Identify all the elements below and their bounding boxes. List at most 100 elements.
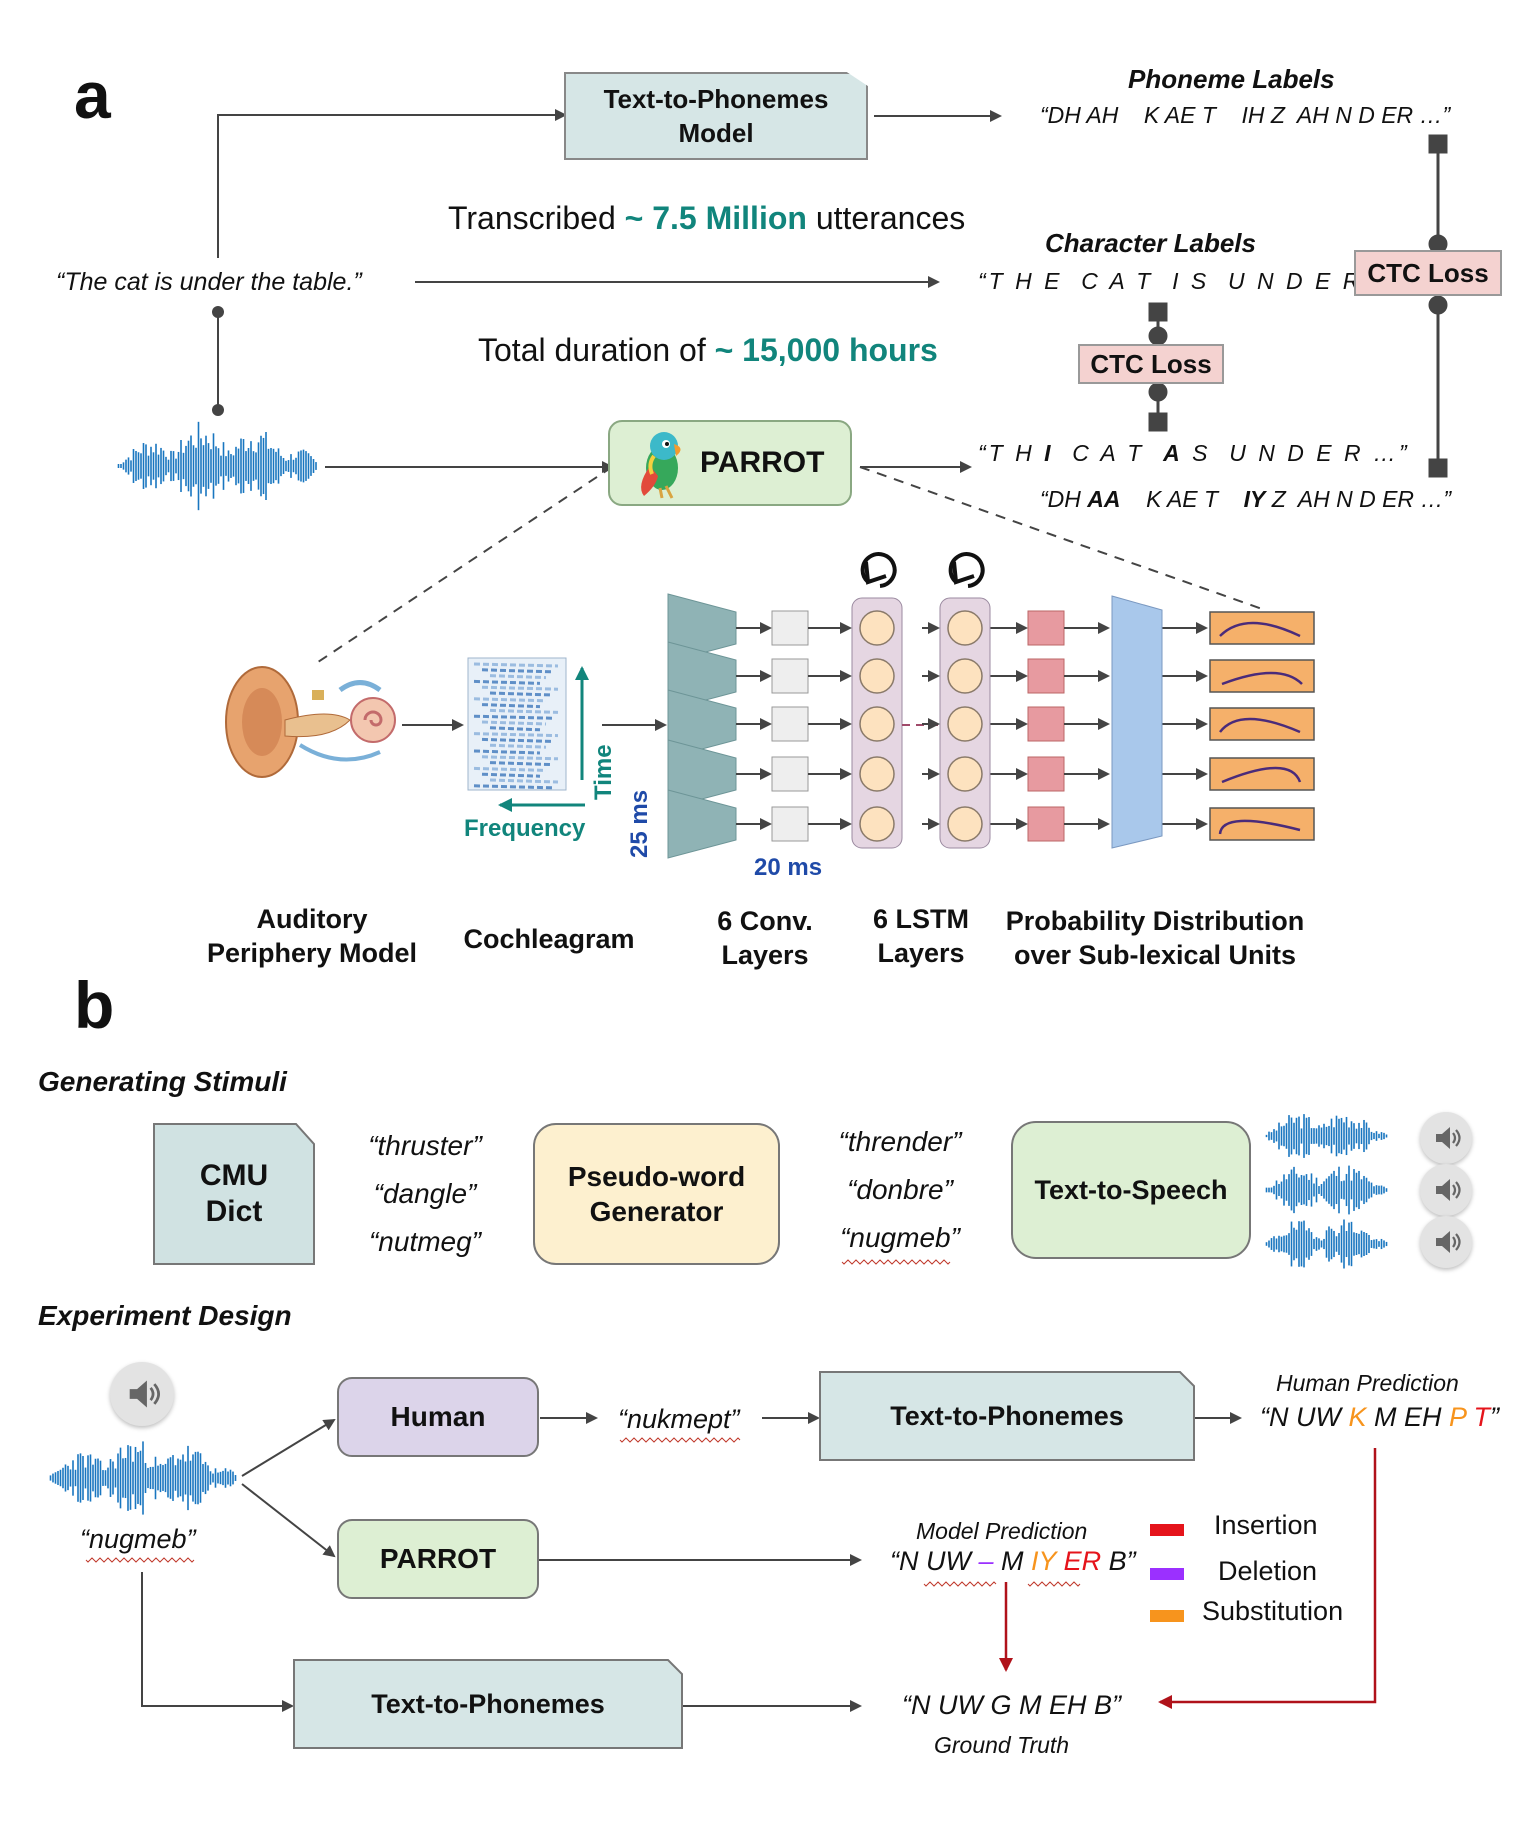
conv-layer-2 [667,641,737,711]
speaker-button-1[interactable] [1420,1112,1472,1164]
phoneme-labels: “DH AH K AE T IH Z AH N D ER …” [1040,102,1451,128]
arrow-sentence-to-ttp [217,109,567,258]
feature-box-3 [771,706,809,742]
prob-dist-box-4 [1209,757,1315,791]
phoneme-labels-title: Phoneme Labels [1128,64,1335,94]
dashed-parrot-left [311,466,613,667]
ttp-top-box [819,1371,1195,1461]
human-prediction-title: Human Prediction [1276,1370,1459,1396]
ttp-bottom-box [293,1659,683,1749]
speaker-button-stimulus[interactable] [110,1362,174,1426]
lstm1-cell-1 [859,610,895,646]
conv-layer-3 [667,689,737,759]
speaker-button-2[interactable] [1420,1164,1472,1216]
output-layer [1111,595,1163,849]
label-probability-distribution: Probability Distribution over Sub-lexica… [1005,906,1305,970]
speaker-icon [129,1380,160,1408]
cochleagram-image [467,657,567,791]
pseudo-word-1: “thrender” [838,1126,962,1157]
hop-20ms-label: 20 ms [754,854,823,881]
human-response: “nukmept” [618,1404,740,1434]
lstm1-cell-3 [859,706,895,742]
conv-layer-5 [667,789,737,859]
legend-swatch-substitution [1150,1610,1184,1622]
pseudo-word-3: “nugmeb” [840,1222,960,1253]
lstm1-cell-5 [859,806,895,842]
conv-layer-1 [667,593,737,663]
real-word-2: “dangle” [373,1178,477,1209]
ground-truth: “N UW G M EH B” [902,1690,1121,1720]
predicted-phonemes: “DH AA K AE T IY Z AH N D ER …” [1040,486,1452,512]
panel-a-letter: a [74,58,111,132]
legend-deletion: Deletion [1218,1556,1318,1586]
label-lstm-layers: 6 LSTM Layers [872,904,969,968]
parrot-b-label: PARROT [379,1543,497,1574]
cmu-dict-box [153,1123,315,1265]
lstm2-cell-5 [947,806,983,842]
dense-box-5 [1027,806,1065,842]
text-to-speech-label: Text-to-Speech [1034,1174,1228,1205]
legend-substitution: Substitution [1202,1596,1344,1626]
generating-stimuli-title: Generating Stimuli [38,1066,287,1097]
transcribed-count: Transcribed ~ 7.5 Million utterances [448,200,966,236]
tts-box [1011,1121,1251,1259]
model-prediction: “N UW – M IY ER B” [890,1546,1136,1576]
human-box [337,1377,539,1457]
frequency-axis-label: Frequency [464,815,586,842]
pseudo-gen-box [533,1123,780,1265]
total-duration: Total duration of ~ 15,000 hours [478,332,938,368]
parrot-label: PARROT [700,446,825,479]
prob-curve-3 [1219,717,1301,734]
speaker-icon [1436,1179,1461,1201]
lstm2-cell-4 [947,756,983,792]
dense-box-1 [1027,610,1065,646]
prob-curve-2 [1221,671,1303,686]
feature-box-2 [771,658,809,694]
ttp-top-label: Text-to-Phonemes [890,1400,1124,1431]
label-auditory-periphery: Auditory Periphery Model [206,904,418,968]
experiment-design-title: Experiment Design [38,1300,292,1331]
ctc-loss-box-1: CTC Loss [1354,250,1502,296]
waveform-input [117,421,317,511]
ctc-node-top [1428,134,1448,154]
label-cochleagram: Cochleagram [463,924,635,954]
human-label: Human [390,1401,486,1432]
ctc-loss-box-2: CTC Loss [1078,344,1224,384]
model-prediction-title: Model Prediction [916,1518,1088,1544]
feature-box-5 [771,806,809,842]
panel-b-letter: b [74,968,115,1042]
legend-swatch-deletion [1150,1568,1184,1580]
input-sentence: “The cat is under the table.” [56,268,362,296]
recurrence-icon-2 [948,552,985,588]
lstm2-cell-3 [947,706,983,742]
speaker-icon [1436,1231,1461,1253]
human-prediction: “N UW K M EH P T” [1260,1402,1500,1432]
recurrence-icon-1 [860,552,897,588]
speaker-button-3[interactable] [1420,1216,1472,1268]
legend-swatch-insertion [1150,1524,1184,1536]
lstm2-cell-1 [947,610,983,646]
conv-layer-4 [667,739,737,809]
speaker-icon [1436,1127,1461,1149]
parrot-icon [628,426,692,500]
parrot-b-box [337,1519,539,1599]
cmu-dict-label: CMU Dict [199,1159,269,1228]
dense-box-4 [1027,756,1065,792]
pseudo-word-2: “donbre” [847,1174,953,1205]
real-word-1: “thruster” [368,1130,482,1161]
prob-curve-1 [1219,621,1301,638]
predicted-characters: “T H I C A T A S U N D E R …” [978,440,1410,466]
text-to-phonemes-model-box: Text-to-Phonemes Model [564,72,868,160]
character-labels: “T H E C A T I S U N D E R …” [978,268,1409,294]
ear-illustration [225,666,396,778]
feature-box-1 [771,610,809,646]
lstm1-cell-4 [859,756,895,792]
ground-truth-title: Ground Truth [934,1732,1070,1758]
lstm1-cell-2 [859,658,895,694]
real-word-3: “nutmeg” [368,1226,482,1257]
prob-dist-box-1 [1209,611,1315,645]
dense-box-3 [1027,706,1065,742]
feature-box-4 [771,756,809,792]
label-conv-layers: 6 Conv. Layers [717,906,813,970]
